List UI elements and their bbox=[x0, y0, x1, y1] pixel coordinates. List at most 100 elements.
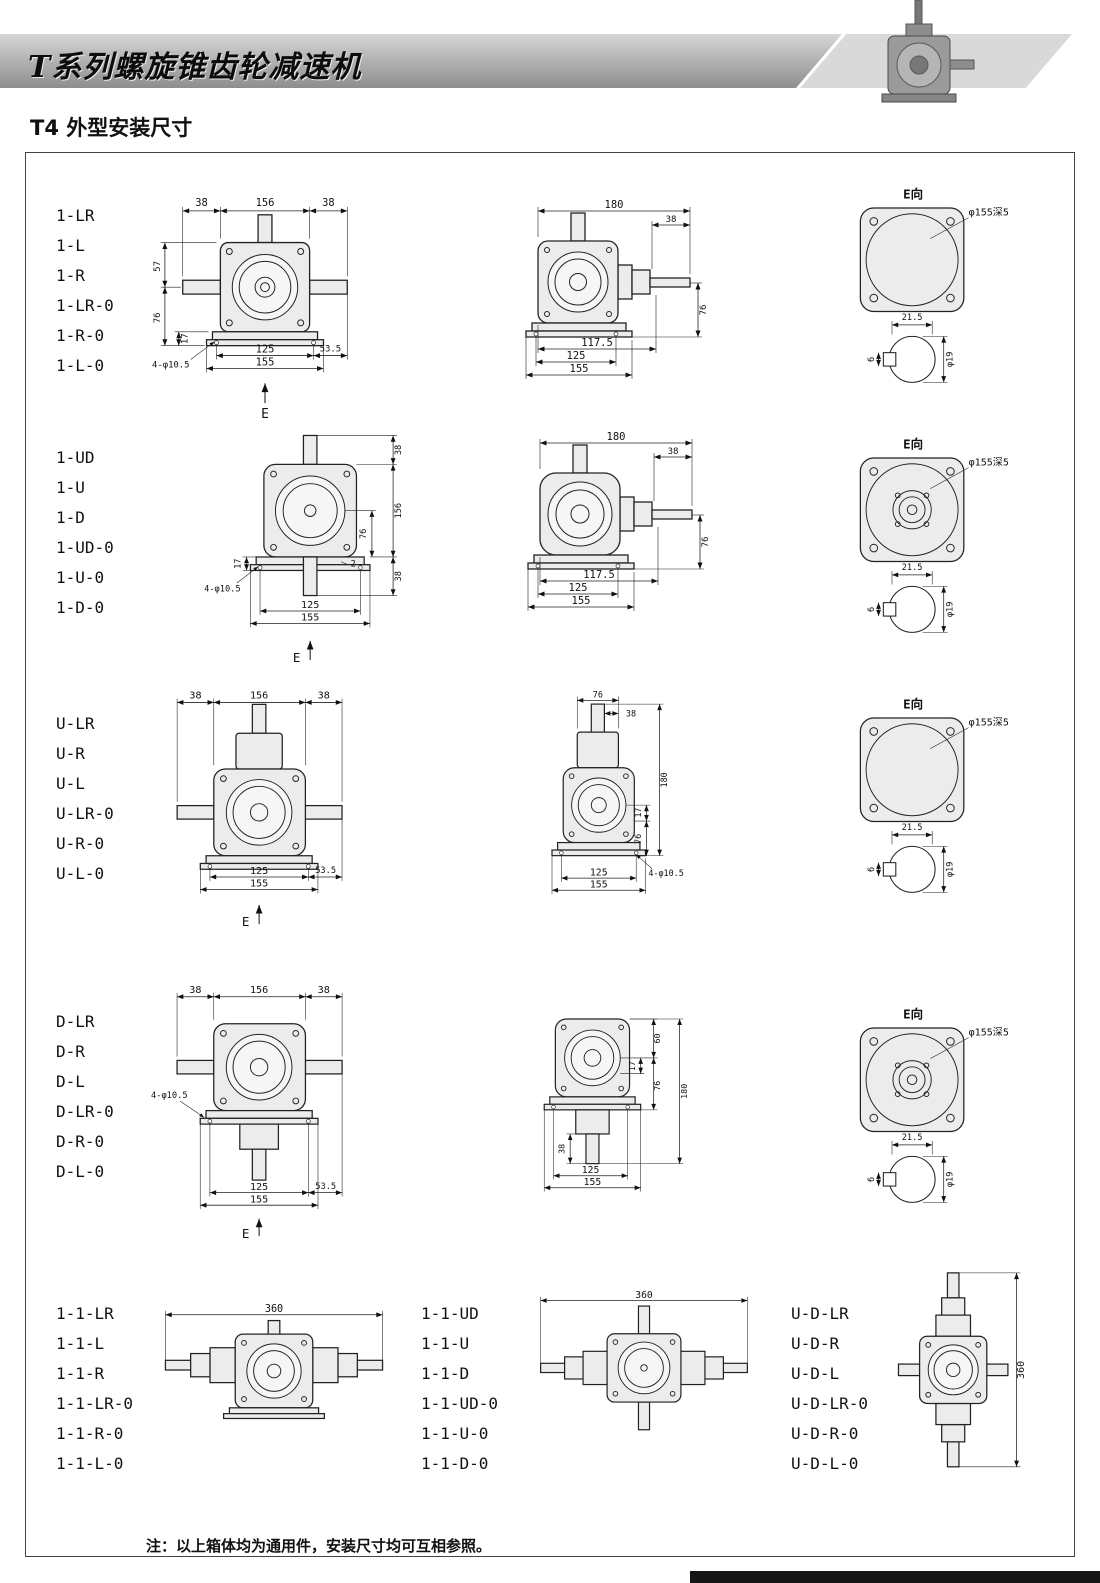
variant-label: 1-D bbox=[56, 508, 85, 527]
dim-label: 17 bbox=[181, 333, 191, 344]
view-arrow-label: E bbox=[261, 407, 269, 422]
side-view-row2: 180 38 76 117.5 125 155 bbox=[527, 431, 711, 611]
dim-label: 76 bbox=[593, 690, 603, 700]
variant-label: 1-R bbox=[56, 266, 85, 285]
dim-label: 156 bbox=[256, 197, 275, 209]
variant-label: 1-1-L-0 bbox=[56, 1454, 124, 1473]
variant-labels-row3: U-LR U-R U-L U-LR-0 U-R-0 U-L-0 bbox=[56, 709, 114, 889]
dim-label: 125 bbox=[567, 350, 586, 362]
variant-label: 1-L bbox=[56, 236, 85, 255]
dim-label: 60 bbox=[652, 1033, 662, 1043]
variant-label: U-D-L-0 bbox=[791, 1454, 859, 1473]
dim-label: 125 bbox=[250, 866, 268, 877]
variant-label: 1-1-U bbox=[421, 1334, 470, 1353]
front-view-row3: 38 156 38 125 53.5 155 E bbox=[176, 691, 343, 929]
dim-label: 155 bbox=[250, 879, 268, 890]
variant-label: D-LR bbox=[56, 1012, 95, 1031]
dim-label: 125 bbox=[250, 1182, 268, 1193]
dim-label: 38 bbox=[318, 985, 330, 996]
variant-label: U-L-0 bbox=[56, 864, 105, 883]
variant-label: D-L bbox=[56, 1072, 85, 1091]
side-view-row1: 180 38 76 117.5 125 155 bbox=[525, 199, 709, 379]
dim-label: 21.5 bbox=[902, 563, 923, 573]
variant-labels-row1: 1-LR 1-L 1-R 1-LR-0 1-R-0 1-L-0 bbox=[56, 201, 114, 381]
spigot-label: φ155深5 bbox=[969, 1027, 1009, 1039]
variant-label: 1-LR bbox=[56, 206, 95, 225]
front-view-row4: 38 156 38 4-φ10.5 125 53.5 155 E bbox=[151, 985, 343, 1241]
variant-label: 1-1-D-0 bbox=[421, 1454, 489, 1473]
dim-label: 125 bbox=[582, 1165, 600, 1176]
dim-label: 180 bbox=[679, 1084, 689, 1099]
dim-label: 76 bbox=[701, 537, 711, 548]
dim-label: 38 bbox=[189, 691, 201, 702]
dim-label: φ19 bbox=[945, 862, 955, 878]
dim-label: 155 bbox=[301, 613, 319, 624]
e-view-row1: E向 φ155深5 21.5 6 φ19 bbox=[859, 186, 1009, 383]
dim-label: 2 bbox=[351, 560, 356, 570]
dim-label: 155 bbox=[590, 879, 608, 890]
dim-label: 38 bbox=[195, 197, 208, 209]
dim-label: 38 bbox=[189, 985, 201, 996]
dim-label: 155 bbox=[570, 363, 589, 375]
dim-label: 38 bbox=[668, 447, 679, 457]
dim-label: 155 bbox=[256, 356, 275, 368]
dim-label: 38 bbox=[666, 215, 677, 225]
view-arrow-label: E bbox=[293, 650, 301, 665]
view-arrow-label: E bbox=[242, 914, 250, 929]
variant-label: 1-D-0 bbox=[56, 598, 105, 617]
dim-label: 38 bbox=[318, 691, 330, 702]
variant-label: 1-1-U-0 bbox=[421, 1424, 489, 1443]
mounting-holes-label: 4-φ10.5 bbox=[204, 585, 240, 595]
dim-label: 6 bbox=[867, 357, 877, 362]
footer-bar bbox=[690, 1571, 1100, 1583]
dim-label: 76 bbox=[652, 1081, 662, 1091]
view-arrow-label: E bbox=[242, 1226, 250, 1241]
variant-label: 1-1-UD bbox=[421, 1304, 479, 1323]
dim-label: 17 bbox=[627, 1061, 637, 1071]
variant-label: 1-R-0 bbox=[56, 326, 105, 345]
e-view-title: E向 bbox=[903, 696, 923, 711]
variant-label: 1-U-0 bbox=[56, 568, 105, 587]
variant-label: U-R-0 bbox=[56, 834, 105, 853]
dim-label: 156 bbox=[394, 503, 404, 519]
e-view-row4: E向 φ155深5 21.5 6 φ19 bbox=[859, 1006, 1009, 1203]
dim-label: 21.5 bbox=[902, 823, 923, 833]
dim-label: 53.5 bbox=[320, 345, 341, 355]
footnote: 注：以上箱体均为通用件，安装尺寸均可互相参照。 bbox=[146, 1537, 492, 1555]
variant-label: U-D-R-0 bbox=[791, 1424, 859, 1443]
e-view-row3: E向 φ155深5 21.5 6 φ19 bbox=[859, 696, 1009, 893]
gearbox-product-image bbox=[881, 0, 975, 103]
variant-label: U-L bbox=[56, 774, 85, 793]
mounting-holes-label: 4-φ10.5 bbox=[648, 868, 683, 878]
dim-label: 17 bbox=[234, 558, 244, 568]
variant-label: 1-1-L bbox=[56, 1334, 105, 1353]
variant-labels-row4: D-LR D-R D-L D-LR-0 D-R-0 D-L-0 bbox=[56, 1007, 114, 1187]
dim-label: 21.5 bbox=[902, 1133, 923, 1143]
variant-label: 1-LR-0 bbox=[56, 296, 114, 315]
variant-label: 1-L-0 bbox=[56, 356, 105, 375]
dim-label: 17 bbox=[633, 808, 643, 818]
variant-label: 1-1-D bbox=[421, 1364, 470, 1383]
mounting-holes-label: 4-φ10.5 bbox=[152, 360, 190, 370]
dim-label: 360 bbox=[635, 1290, 653, 1301]
dim-label: 360 bbox=[1016, 1361, 1027, 1379]
series-title: T系列螺旋锥齿轮减速机 bbox=[28, 50, 362, 85]
dim-label: 180 bbox=[605, 199, 624, 211]
e-view-title: E向 bbox=[903, 436, 923, 451]
dim-label: 38 bbox=[322, 197, 335, 209]
dim-label: 38 bbox=[557, 1144, 567, 1154]
front-view-row1: 38 156 38 57 76 17 125 53.5 155 4-φ10.5 bbox=[152, 197, 348, 422]
variant-labels-row5-g1: 1-1-LR 1-1-L 1-1-R 1-1-LR-0 1-1-R-0 1-1-… bbox=[56, 1299, 133, 1479]
dim-label: 53.5 bbox=[315, 866, 336, 876]
side-view-row3: 76 38 180 17 76 4-φ10.5 125 155 bbox=[551, 690, 684, 894]
dim-label: 125 bbox=[569, 582, 588, 594]
variant-label: U-LR-0 bbox=[56, 804, 114, 823]
variant-label: U-D-LR-0 bbox=[791, 1394, 869, 1413]
assembly-view-row5-ud: 360 bbox=[540, 1290, 748, 1431]
front-view-row2: 38 156 38 76 17 2 4-φ10.5 125 155 E bbox=[204, 434, 404, 665]
variant-label: U-D-R bbox=[791, 1334, 840, 1353]
dim-label: 180 bbox=[659, 772, 669, 787]
variant-label: U-D-L bbox=[791, 1364, 840, 1383]
variant-label: D-LR-0 bbox=[56, 1102, 114, 1121]
dim-label: 76 bbox=[699, 305, 709, 316]
